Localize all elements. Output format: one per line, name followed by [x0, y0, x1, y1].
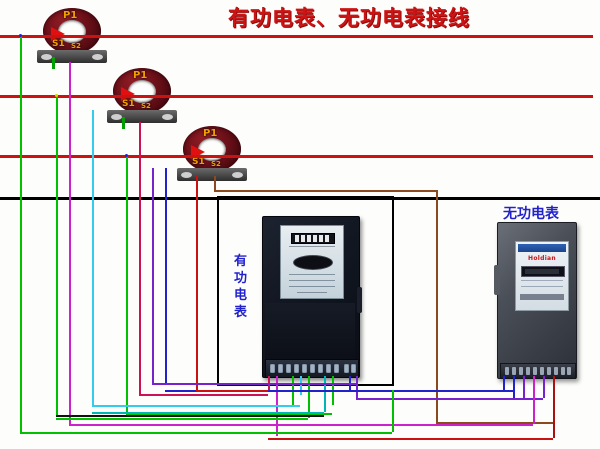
return-riser-red: [553, 390, 555, 438]
ct-a-s2-drop: [69, 62, 71, 424]
corner-green-a: [392, 390, 394, 432]
ct-a-s1-terminal: [52, 57, 55, 69]
reactive-meter-label: 无功电表: [503, 206, 559, 222]
return-run-teal: [92, 412, 324, 414]
ct-s2-label: S2: [71, 42, 81, 50]
return-run-purple: [152, 383, 356, 385]
trunk-cyan: [92, 110, 94, 405]
return-run-darkred: [196, 390, 268, 392]
active-meter-label: 有 功 电 表: [233, 253, 248, 321]
return-run-magenta-a: [69, 424, 533, 426]
ct-s2-label: S2: [211, 160, 221, 168]
corner-magenta-a: [533, 398, 535, 424]
ct-mount-bracket: [37, 50, 107, 63]
ct-b-s1-drop: [56, 95, 58, 415]
junction-dot: [125, 154, 128, 157]
phase-b-through-ct: [103, 95, 181, 98]
active-meter-label-char: 表: [233, 305, 247, 320]
phase-a-through-ct: [33, 35, 111, 38]
m2-lead-blue-1: [503, 376, 505, 390]
ct-b-s1-terminal: [122, 117, 125, 129]
return-run-magenta-right: [436, 424, 533, 426]
return-run-red-right: [268, 438, 553, 440]
m1-lead-purple: [356, 376, 358, 398]
return-riser-purple: [523, 390, 525, 398]
reactive-meter-lcd: [521, 266, 565, 277]
ct-c-s1-lead: [196, 176, 198, 390]
phase-line-b: [0, 95, 593, 98]
m2-lead-blue-2: [513, 376, 515, 398]
active-meter-register: [291, 233, 335, 244]
ct-a-s1-drop: [20, 35, 22, 432]
return-run-brown-right: [436, 422, 553, 424]
page-title: 有功电表、无功电表接线: [228, 6, 470, 30]
return-run-purple-right: [356, 398, 543, 400]
return-run-crimson-a: [139, 394, 268, 396]
ct-c-s2-drop: [436, 190, 438, 422]
m1-lead-cyan: [300, 376, 302, 395]
active-meter-label-char: 功: [233, 271, 247, 286]
active-meter-label-char: 有: [233, 254, 247, 269]
ct-phase-a: P1 S1 S2: [33, 8, 111, 70]
reactive-meter-terminal-block[interactable]: [500, 363, 576, 379]
reactive-meter-side-clip: [494, 265, 500, 295]
ct-c-s2-lead: [214, 176, 216, 190]
ct-s2-label: S2: [141, 102, 151, 110]
return-run-green-b: [126, 413, 332, 415]
return-run-blue-right: [349, 390, 513, 392]
reactive-meter-footer-text: [520, 294, 564, 300]
active-meter-faceplate: [280, 225, 344, 299]
active-meter-body: [265, 303, 355, 365]
trunk-purple: [152, 168, 154, 383]
active-meter-enclosure: [217, 196, 394, 386]
ct-mount-bracket: [107, 110, 177, 123]
return-run-green-a: [20, 432, 392, 434]
active-meter-side-clip: [357, 287, 362, 313]
m1-lead-teal: [324, 376, 326, 412]
junction-dot: [55, 94, 58, 97]
return-run-green-c: [56, 418, 308, 420]
active-meter-label-char: 电: [233, 288, 247, 303]
active-meter-disk-window: [293, 255, 333, 270]
m1-lead-green-2: [308, 376, 310, 418]
ct-s1-label: S1: [192, 157, 205, 167]
m2-lead-red: [553, 376, 555, 390]
reactive-energy-meter[interactable]: Holdian: [494, 222, 577, 379]
ct-b-s2-drop: [139, 122, 141, 394]
phase-c-through-ct: [173, 155, 251, 158]
ct-c-s2-run: [214, 190, 436, 192]
ct-s1-label: S1: [122, 99, 135, 109]
reactive-meter-header-strip: [518, 244, 566, 252]
reactive-meter-brand: Holdian: [528, 255, 556, 262]
active-energy-meter[interactable]: [262, 216, 362, 378]
ct-p1-label: P1: [133, 70, 148, 81]
neutral-line: [0, 197, 600, 200]
m2-lead-purple-2: [543, 376, 545, 398]
ct-p1-label: P1: [203, 128, 218, 139]
trunk-blue: [165, 168, 167, 383]
active-meter-terminal-block[interactable]: [265, 359, 359, 378]
ct-s1-label: S1: [52, 39, 65, 49]
ct-phase-b: P1 S1 S2: [103, 68, 181, 130]
ct-c-s1-drop: [126, 155, 128, 413]
ct-mount-bracket: [177, 168, 247, 181]
m2-lead-purple-1: [523, 376, 525, 390]
reactive-meter-faceplate: Holdian: [515, 241, 569, 311]
return-run-neutral: [56, 415, 324, 417]
phase-line-a: [0, 35, 593, 38]
return-run-cyan: [92, 405, 300, 407]
junction-dot: [19, 34, 22, 37]
phase-line-c: [0, 155, 593, 158]
ct-p1-label: P1: [63, 10, 78, 21]
